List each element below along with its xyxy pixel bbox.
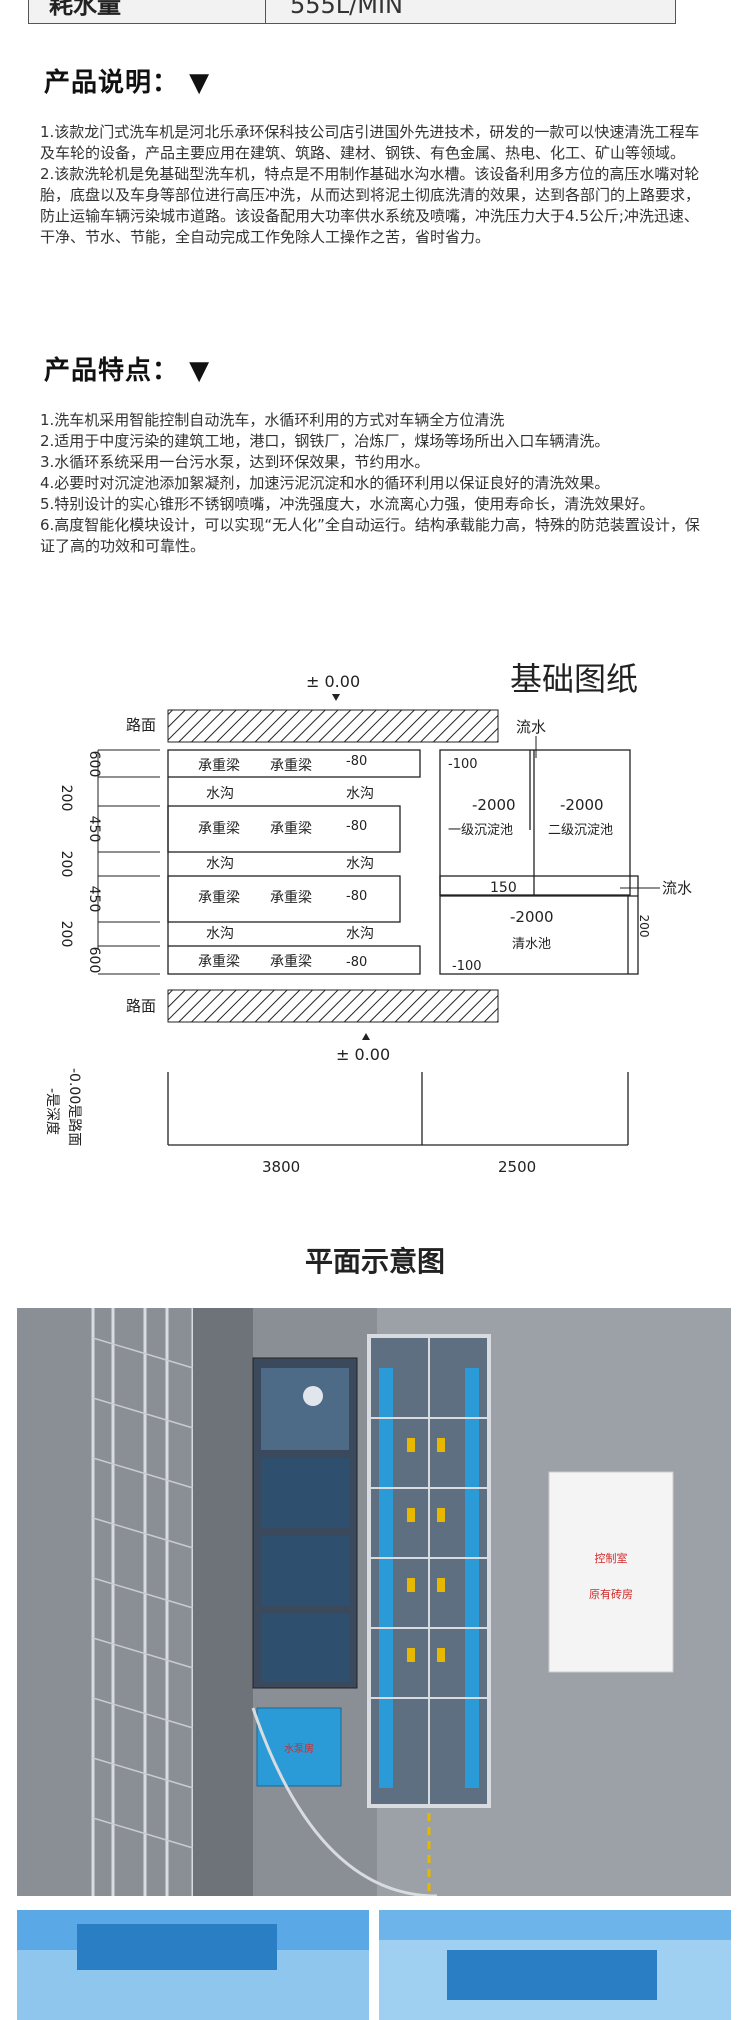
foundation-drawing: 基础图纸 ± 0.00 路面 600 200 450 200 450 200 6… xyxy=(44,660,692,1176)
pump-room-label: 水泵房 xyxy=(284,1742,314,1755)
tank3-depth: -2000 xyxy=(510,908,554,926)
triangle-down-icon: ▼ xyxy=(189,356,211,386)
beam-label: 承重梁 xyxy=(198,758,240,774)
width-left: 3800 xyxy=(262,1158,300,1176)
tank-top-depth: -100 xyxy=(448,757,478,772)
tank3-name: 清水池 xyxy=(512,937,551,952)
feature-item: 1.洗车机采用智能控制自动洗车，水循环利用的方式对车辆全方位清洗 xyxy=(40,411,505,429)
photo-strip xyxy=(17,1910,731,2020)
features-heading: 产品特点： ▼ xyxy=(44,350,210,387)
dim-200-3: 200 xyxy=(58,921,74,948)
level-marker-icon xyxy=(332,694,340,701)
road-hatch-bottom xyxy=(167,989,499,1023)
photo-left-gantry xyxy=(77,1924,277,1970)
tank-cell xyxy=(261,1536,349,1606)
tank2-depth: -2000 xyxy=(560,796,604,814)
level-marker-icon xyxy=(362,1033,370,1040)
beam-label: 承重梁 xyxy=(198,890,240,906)
road-label-bottom: 路面 xyxy=(126,997,156,1015)
ditch-label: 水沟 xyxy=(346,926,374,942)
feature-item: 2.适用于中度污染的建筑工地，港口，钢铁厂，冶炼厂，煤场等场所出入口车辆清洗。 xyxy=(40,432,610,450)
control-room xyxy=(548,1471,674,1673)
tank-outlines xyxy=(439,749,639,975)
description-title: 产品说明： xyxy=(44,68,180,98)
curb-line xyxy=(251,1707,438,1896)
beam-depth: -80 xyxy=(346,754,367,769)
flow-label: 流水 xyxy=(516,718,546,736)
dim-200-1: 200 xyxy=(58,785,74,812)
beam-label: 承重梁 xyxy=(270,954,312,970)
top-level-label: ± 0.00 xyxy=(306,672,360,691)
feature-item: 6.高度智能化模块设计，可以实现“无人化”全自动运行。结构承载能力高，特殊的防范… xyxy=(40,516,700,555)
photo-right-gantry xyxy=(447,1950,657,2000)
dim-200-2: 200 xyxy=(58,851,74,878)
beam-label: 承重梁 xyxy=(270,821,312,837)
pump-room xyxy=(256,1707,342,1787)
flow-out-label: 流水 xyxy=(662,879,692,897)
dim-600-top: 600 xyxy=(86,751,102,778)
description-heading: 产品说明： ▼ xyxy=(44,62,210,99)
beam-depth: -80 xyxy=(346,955,367,970)
tank1-name: 一级沉淀池 xyxy=(448,823,513,838)
ditch-label: 水沟 xyxy=(206,786,234,802)
ditch-label: 水沟 xyxy=(206,926,234,942)
plan-render: 水泵房 控制室 原有砖房 xyxy=(17,1308,731,1896)
dim-600-bottom: 600 xyxy=(86,947,102,974)
plan-title: 平面示意图 xyxy=(304,1245,445,1278)
width-dim-lines xyxy=(167,1072,629,1146)
gantry-grid xyxy=(369,1336,489,1806)
spec-label: 耗水量 xyxy=(29,0,266,23)
ditch-label: 水沟 xyxy=(346,856,374,872)
steel-frame-cross xyxy=(92,1337,194,1849)
diagram-title: 基础图纸 xyxy=(510,660,638,698)
dark-strip xyxy=(193,1308,253,1896)
nozzle-rows xyxy=(379,1368,479,1788)
width-right: 2500 xyxy=(498,1158,536,1176)
beam-markers xyxy=(407,1438,445,1662)
beam-label: 承重梁 xyxy=(198,821,240,837)
beam-depth: -80 xyxy=(346,889,367,904)
features-list: 1.洗车机采用智能控制自动洗车，水循环利用的方式对车辆全方位清洗 2.适用于中度… xyxy=(40,410,712,557)
feature-item: 4.必要时对沉淀池添加絮凝剂，加速污泥沉淀和水的循环利用以保证良好的清洗效果。 xyxy=(40,474,610,492)
beam-outlines xyxy=(167,749,421,975)
depth-note-2: -是深度 xyxy=(44,1088,60,1135)
dim-150: 150 xyxy=(490,880,517,896)
tank2-name: 二级沉淀池 xyxy=(548,823,613,838)
ditch-label: 水沟 xyxy=(346,786,374,802)
dim-450-2: 450 xyxy=(86,886,102,913)
description-paragraph: 2.该款洗轮机是免基础型洗车机，特点是不用制作基础水沟水槽。该设备利用多方位的高… xyxy=(40,165,701,246)
beam-depth: -80 xyxy=(346,819,367,834)
dim-450-1: 450 xyxy=(86,816,102,843)
tank-cell xyxy=(261,1614,349,1682)
tank-bottom-depth: -100 xyxy=(452,959,482,974)
left-dim-lines xyxy=(97,749,160,975)
pump-icon xyxy=(303,1386,323,1406)
description-paragraph: 1.该款龙门式洗车机是河北乐承环保科技公司店引进国外先进技术，研发的一款可以快速… xyxy=(40,123,700,162)
feature-item: 5.特别设计的实心锥形不锈钢喷嘴，冲洗强度大，水流离心力强，使用寿命长，清洗效果… xyxy=(40,495,655,513)
road-label-top: 路面 xyxy=(126,716,156,734)
tank1-depth: -2000 xyxy=(472,796,516,814)
bottom-level-label: ± 0.00 xyxy=(336,1045,390,1064)
spec-value: 555L/MIN xyxy=(290,0,404,19)
beam-label: 承重梁 xyxy=(198,954,240,970)
road-hatch-top xyxy=(167,709,499,743)
depth-note: -0.00是路面 xyxy=(66,1068,82,1146)
control-room-label: 控制室 xyxy=(595,1551,628,1565)
dim-200-right: 200 xyxy=(637,915,651,938)
features-title: 产品特点： xyxy=(44,356,180,386)
tank-cell xyxy=(261,1368,349,1450)
spec-table-row: 耗水量 555L/MIN xyxy=(28,0,676,24)
beam-label: 承重梁 xyxy=(270,890,312,906)
ditch-label: 水沟 xyxy=(206,856,234,872)
room-note: 原有砖房 xyxy=(589,1587,633,1601)
description-body: 1.该款龙门式洗车机是河北乐承环保科技公司店引进国外先进技术，研发的一款可以快速… xyxy=(40,122,712,248)
triangle-down-icon: ▼ xyxy=(189,68,211,98)
beam-label: 承重梁 xyxy=(270,758,312,774)
feature-item: 3.水循环系统采用一台污水泵，达到环保效果，节约用水。 xyxy=(40,453,430,471)
tank-cell xyxy=(261,1458,349,1528)
